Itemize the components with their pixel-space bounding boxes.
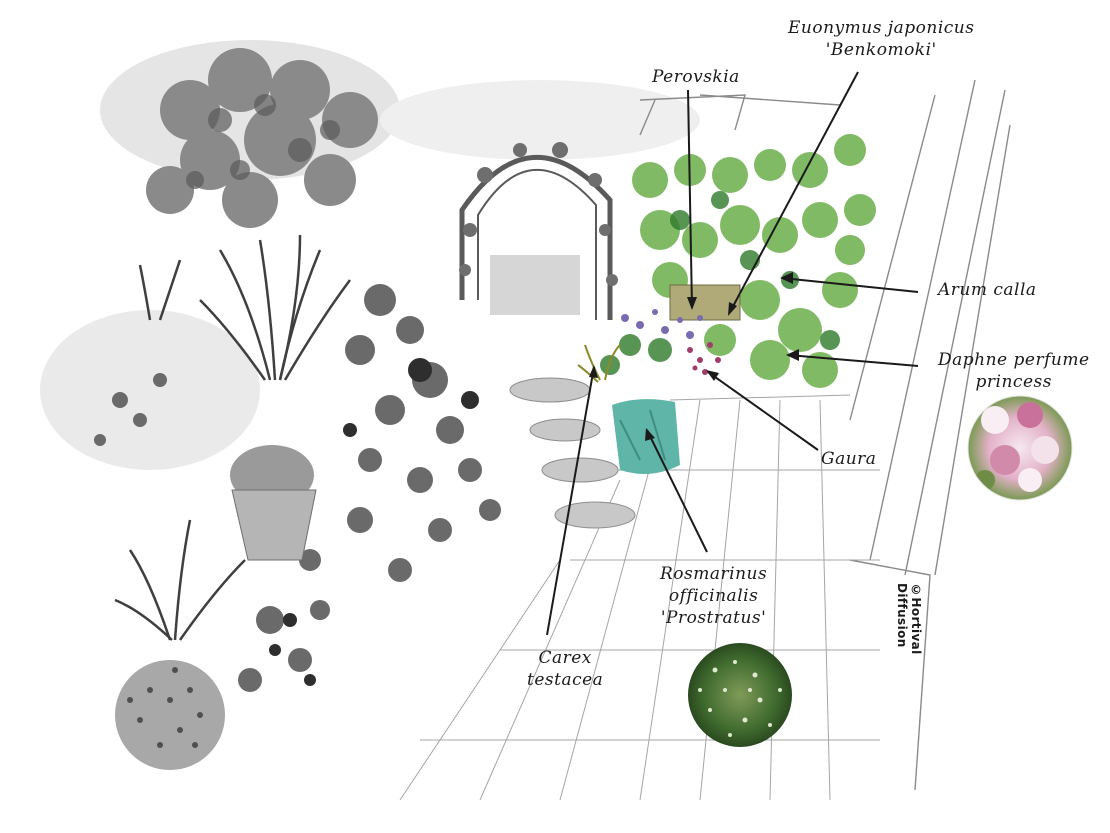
label-carex: Carex testacea [527,647,603,691]
label-perovskia: Perovskia [652,66,740,88]
green-foliage-dark [600,191,840,375]
tree-canopy-dark [186,94,340,189]
daphne-photo [967,395,1073,501]
leader-lines [546,71,919,636]
label-gaura-line1: Gaura [821,449,877,469]
arrow-heads [589,272,799,441]
label-gaura: Gaura [821,448,876,470]
label-daphne-line1: Daphne perfume [938,350,1090,370]
label-carex-line1: Carex [538,648,592,668]
grey-shrubs [94,284,501,692]
label-perovskia-line1: Perovskia [652,67,740,87]
label-rosmarinus-line3: 'Prostratus' [660,608,767,628]
label-euonymus-line2: 'Benkomoki' [825,40,937,60]
label-carex-line2: testacea [527,670,604,690]
garden-arch [459,154,613,320]
deck-planks [399,394,880,801]
label-rosmarinus: Rosmarinus officinalis 'Prostratus' [660,563,767,629]
deck-structure [639,79,1011,791]
grey-pot [230,445,317,561]
label-rosmarinus-line2: officinalis [668,586,759,606]
label-daphne: Daphne perfume princess [938,349,1090,393]
arch-foliage [459,142,618,286]
copyright-notice: ©Hortival Diffusion [895,583,923,655]
rosmarinus-photo [688,643,792,747]
label-euonymus: Euonymus japonicus 'Benkomoki' [788,17,974,61]
label-arum: Arum calla [938,279,1037,301]
label-arum-line1: Arum calla [938,280,1037,300]
carex-plant [577,344,621,383]
label-daphne-line2: princess [975,372,1052,392]
dark-leaves [269,358,479,686]
round-shrub [115,660,225,770]
label-rosmarinus-line1: Rosmarinus [660,564,768,584]
stepping-stones [490,255,636,529]
perovskia-flowers [621,309,703,339]
label-euonymus-line1: Euonymus japonicus [788,18,975,38]
ornamental-grass [114,234,352,641]
